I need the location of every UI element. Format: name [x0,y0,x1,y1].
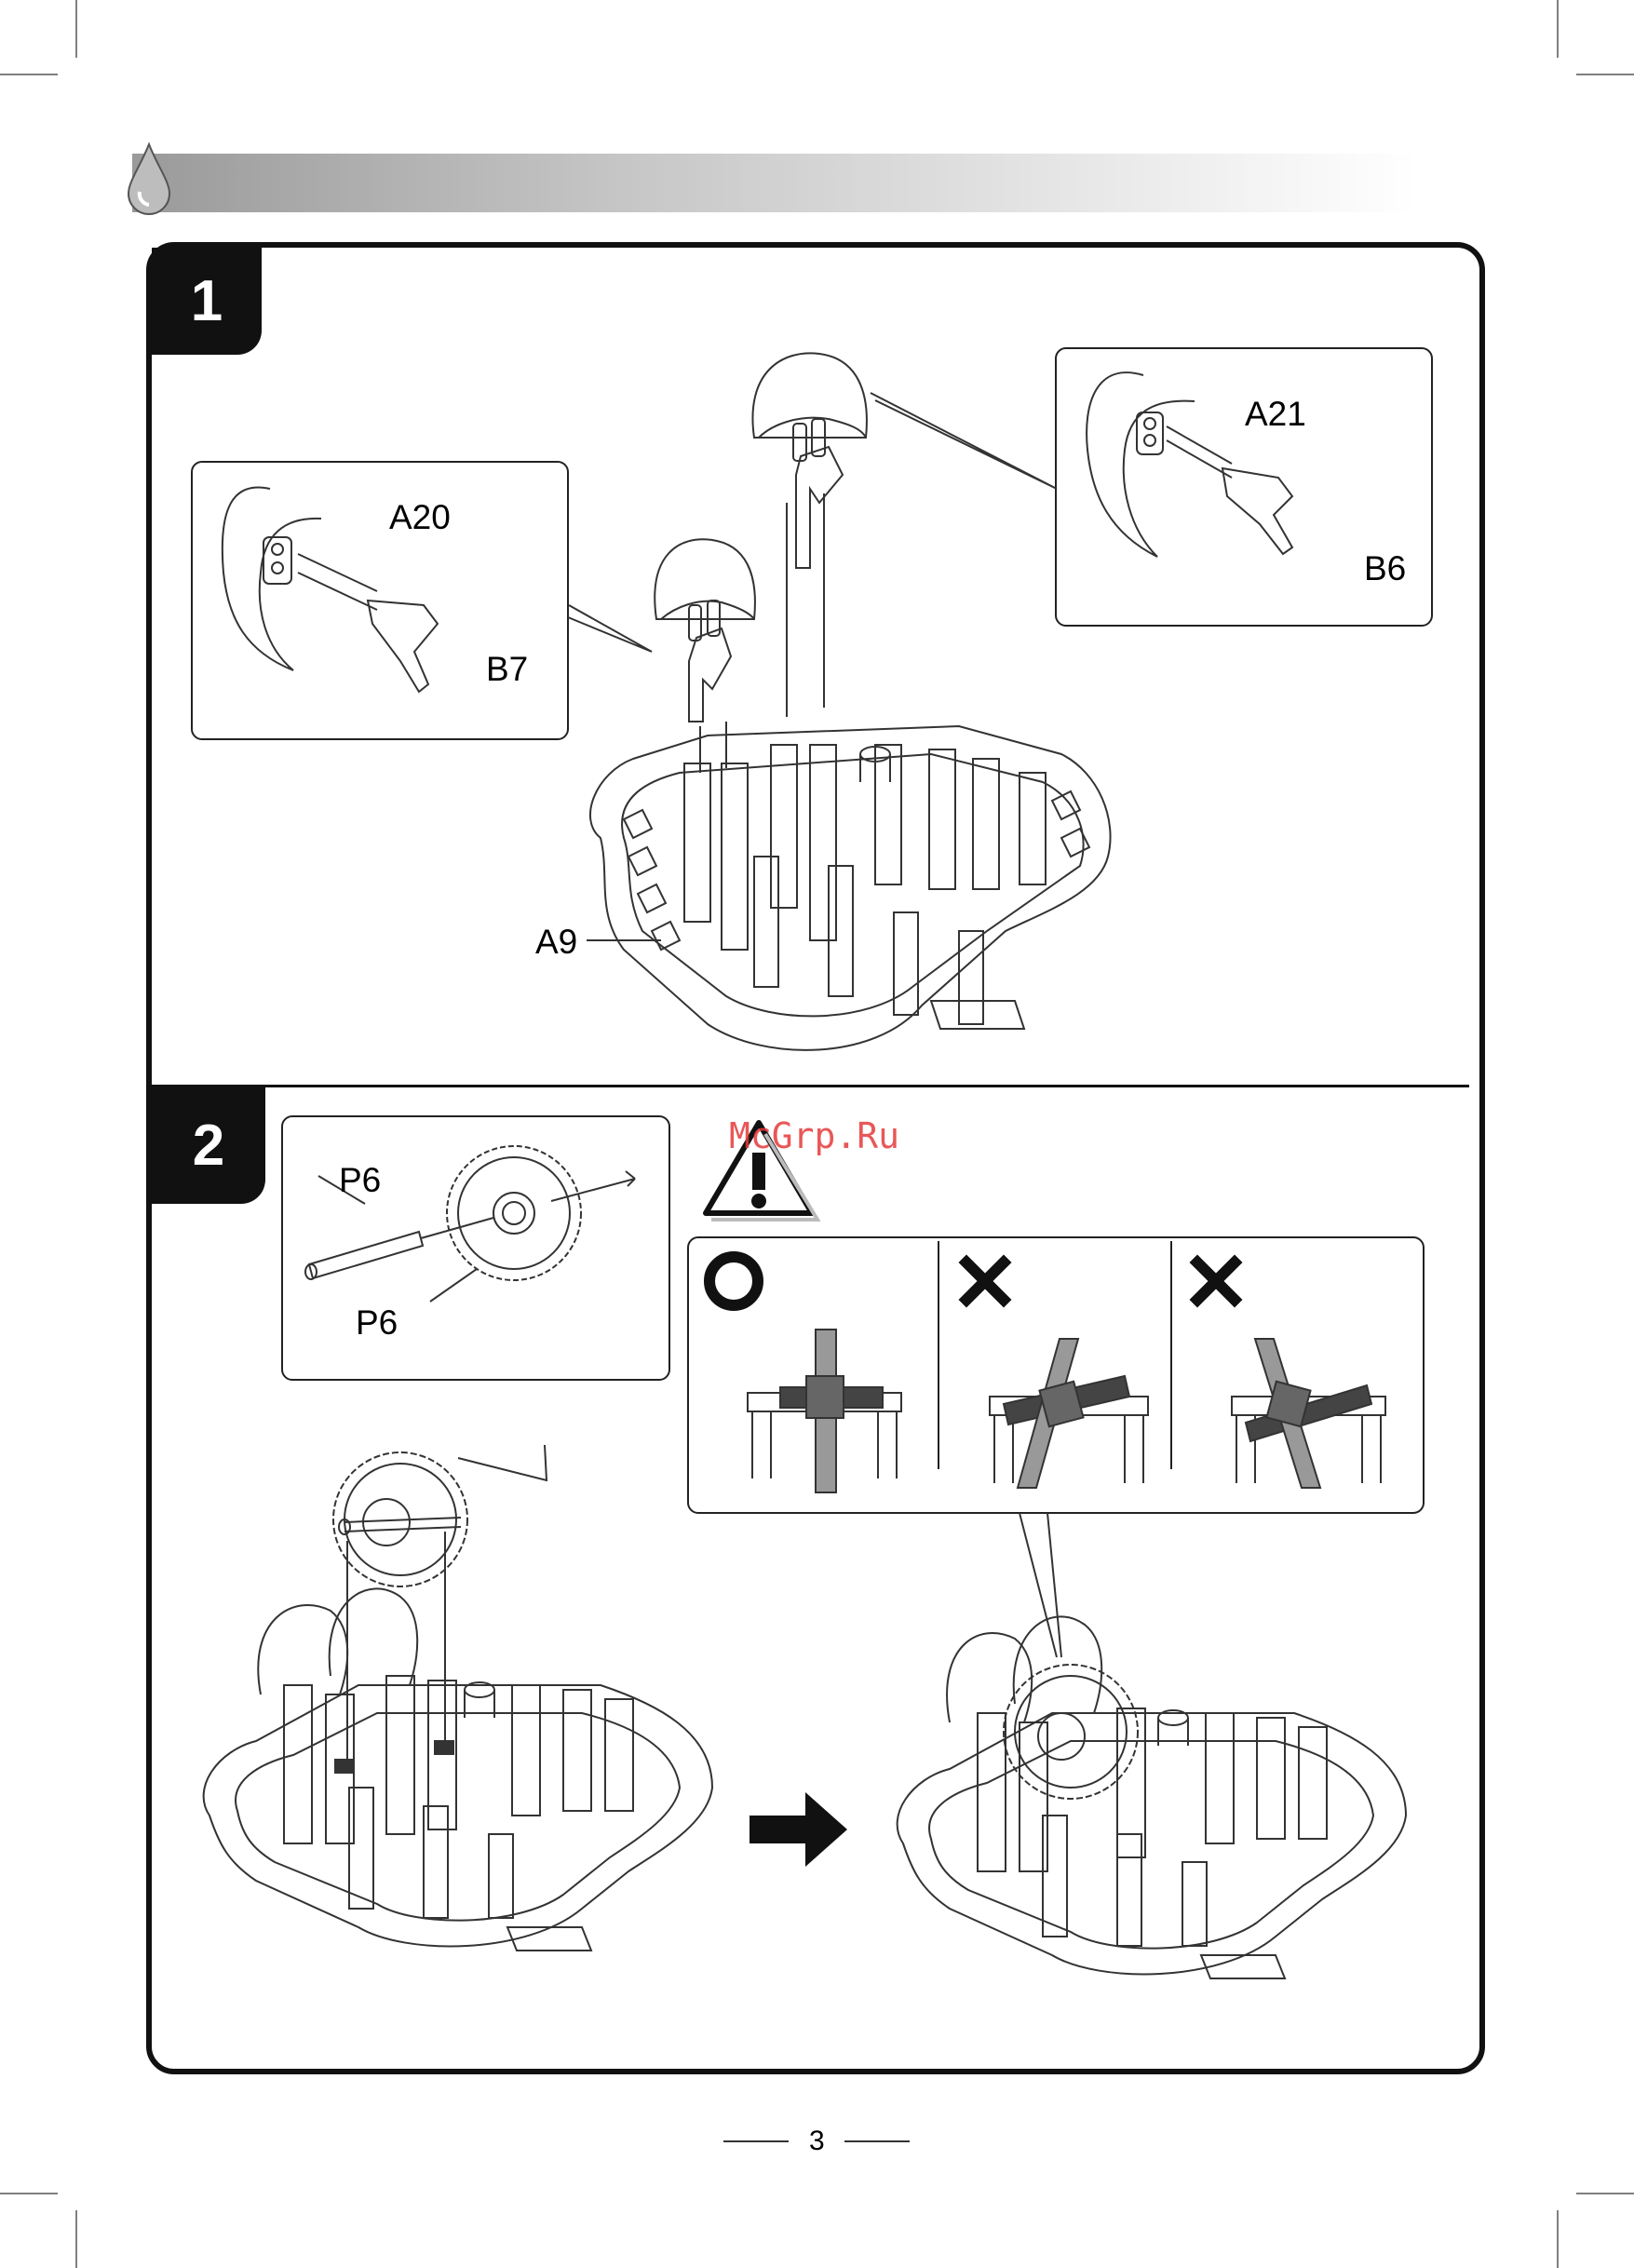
label-a20: A20 [389,500,451,534]
step-2-assembly-after-drawing [885,1499,1443,2058]
step-2-assembly-before-drawing [191,1378,749,1937]
page-number: 3 [809,2126,825,2157]
step-1-assembly-drawing [521,335,1359,1080]
header-bar [132,154,1417,212]
part-a20-b7-drawing [191,461,569,740]
step-divider [149,1085,1469,1087]
water-drop-icon [121,140,177,214]
alignment-comparison-drawing [687,1236,1425,1514]
step-2-badge: 2 [152,1087,265,1204]
gear-shaft-callout-drawing [281,1115,670,1381]
label-p6-top: P6 [339,1163,381,1197]
label-p6-bottom: P6 [356,1305,398,1340]
correct-icon [709,1257,758,1305]
label-a9: A9 [535,925,577,959]
right-arrow-icon [749,1792,852,1867]
label-b6: B6 [1364,551,1406,586]
step-1-badge: 1 [152,248,262,355]
watermark: McGrp.Ru [729,1115,899,1156]
